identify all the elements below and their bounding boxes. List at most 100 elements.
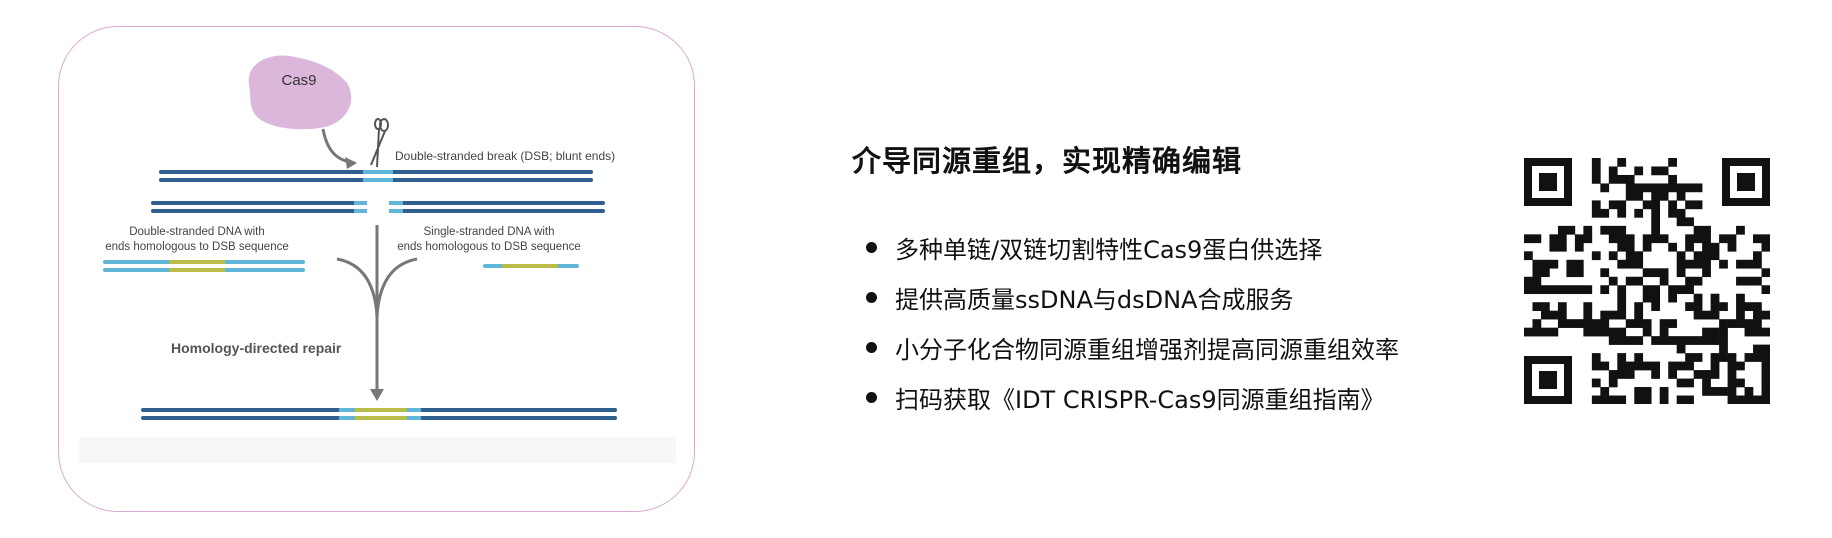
qr-module — [1736, 225, 1745, 235]
qr-module — [1710, 353, 1720, 362]
qr-module — [1540, 302, 1550, 311]
qr-module — [1591, 251, 1601, 261]
qr-module — [1719, 344, 1728, 354]
qr-module — [1566, 319, 1576, 328]
ss-donor-label-line1: Single-stranded DNA with — [423, 226, 554, 238]
qr-module — [1651, 234, 1661, 244]
qr-module — [1668, 361, 1677, 371]
qr-module — [1659, 319, 1669, 328]
qr-module — [1591, 208, 1601, 218]
qr-module — [1676, 285, 1686, 295]
qr-module — [1685, 259, 1694, 269]
list-item-text: 多种单链/双链切割特性Cas9蛋白供选择 — [895, 235, 1323, 264]
qr-module — [1702, 259, 1711, 269]
qr-module — [1583, 285, 1593, 295]
qr-module — [1727, 378, 1737, 388]
qr-module — [1685, 378, 1694, 388]
qr-module — [1574, 319, 1584, 328]
qr-module — [1608, 336, 1618, 345]
qr-module — [1540, 259, 1550, 269]
cut-dna — [151, 201, 605, 213]
qr-module — [1685, 217, 1694, 227]
qr-module — [1685, 395, 1694, 404]
qr-module — [1591, 361, 1601, 371]
qr-module — [1693, 353, 1703, 362]
qr-module — [1532, 276, 1542, 286]
qr-module — [1727, 353, 1737, 362]
qr-module — [1549, 310, 1559, 320]
qr-module — [1583, 327, 1593, 337]
ds-donor-label-line2: ends homologous to DSB sequence — [105, 241, 288, 253]
qr-module — [1651, 200, 1661, 210]
bullet-icon — [866, 341, 877, 353]
qr-module — [1651, 183, 1661, 193]
qr-module — [1744, 353, 1754, 362]
qr-module — [1719, 319, 1728, 328]
qr-module — [1668, 293, 1677, 303]
qr-module — [1651, 370, 1661, 379]
qr-module — [1574, 242, 1584, 252]
qr-module — [1719, 327, 1728, 337]
qr-code-icon[interactable] — [1524, 158, 1770, 404]
bullet-icon — [866, 241, 877, 253]
qr-module — [1617, 336, 1627, 345]
qr-module — [1600, 208, 1610, 218]
bottom-fade — [79, 437, 676, 463]
qr-module — [1659, 234, 1669, 244]
qr-module — [1702, 242, 1711, 252]
cas9-arrowhead — [345, 157, 357, 169]
qr-module — [1642, 327, 1652, 337]
bullet-icon — [866, 291, 877, 303]
qr-module — [1583, 310, 1593, 320]
promo-title: 介导同源重组，实现精确编辑 — [852, 144, 1243, 178]
feature-list: 多种单链/双链切割特性Cas9蛋白供选择 提供高质量ssDNA与dsDNA合成服… — [852, 222, 1512, 422]
qr-module — [1736, 302, 1745, 311]
qr-module — [1736, 361, 1745, 371]
qr-module — [1685, 336, 1694, 345]
qr-module — [1566, 225, 1576, 235]
qr-module — [1668, 200, 1677, 210]
qr-module — [1608, 370, 1618, 379]
qr-module — [1617, 259, 1627, 269]
qr-module — [1685, 183, 1694, 193]
qr-module — [1617, 225, 1627, 235]
qr-module — [1744, 319, 1754, 328]
qr-module — [1685, 200, 1694, 210]
qr-module — [1693, 302, 1703, 311]
qr-module — [1642, 387, 1652, 396]
qr-module — [1642, 242, 1652, 252]
qr-module — [1549, 242, 1559, 252]
qr-module — [1710, 336, 1720, 345]
qr-module — [1583, 319, 1593, 328]
qr-module — [1642, 183, 1652, 193]
qr-module — [1617, 395, 1627, 404]
qr-module — [1600, 225, 1610, 235]
list-item: 多种单链/双链切割特性Cas9蛋白供选择 — [852, 222, 1512, 272]
qr-module — [1549, 234, 1559, 244]
qr-module — [1761, 344, 1770, 354]
qr-module — [1574, 234, 1584, 244]
qr-module — [1617, 200, 1627, 210]
qr-module — [1659, 327, 1669, 337]
qr-module — [1634, 310, 1644, 320]
qr-module — [1583, 225, 1593, 235]
qr-module — [1617, 208, 1627, 218]
qr-module — [1651, 217, 1661, 227]
qr-module — [1727, 395, 1737, 404]
list-item: 提供高质量ssDNA与dsDNA合成服务 — [852, 272, 1512, 322]
qr-module — [1753, 234, 1762, 244]
qr-module — [1676, 336, 1686, 345]
qr-module — [1761, 361, 1770, 371]
qr-module — [1727, 234, 1737, 244]
qr-module — [1642, 200, 1652, 210]
qr-module — [1651, 225, 1661, 235]
qr-module — [1642, 234, 1652, 244]
qr-module — [1557, 242, 1567, 252]
qr-module — [1574, 259, 1584, 269]
qr-module — [1557, 310, 1567, 320]
qr-module — [1719, 234, 1728, 244]
qr-module — [1668, 158, 1677, 167]
qr-module — [1753, 327, 1762, 337]
qr-module — [1744, 387, 1754, 396]
qr-module — [1744, 395, 1754, 404]
